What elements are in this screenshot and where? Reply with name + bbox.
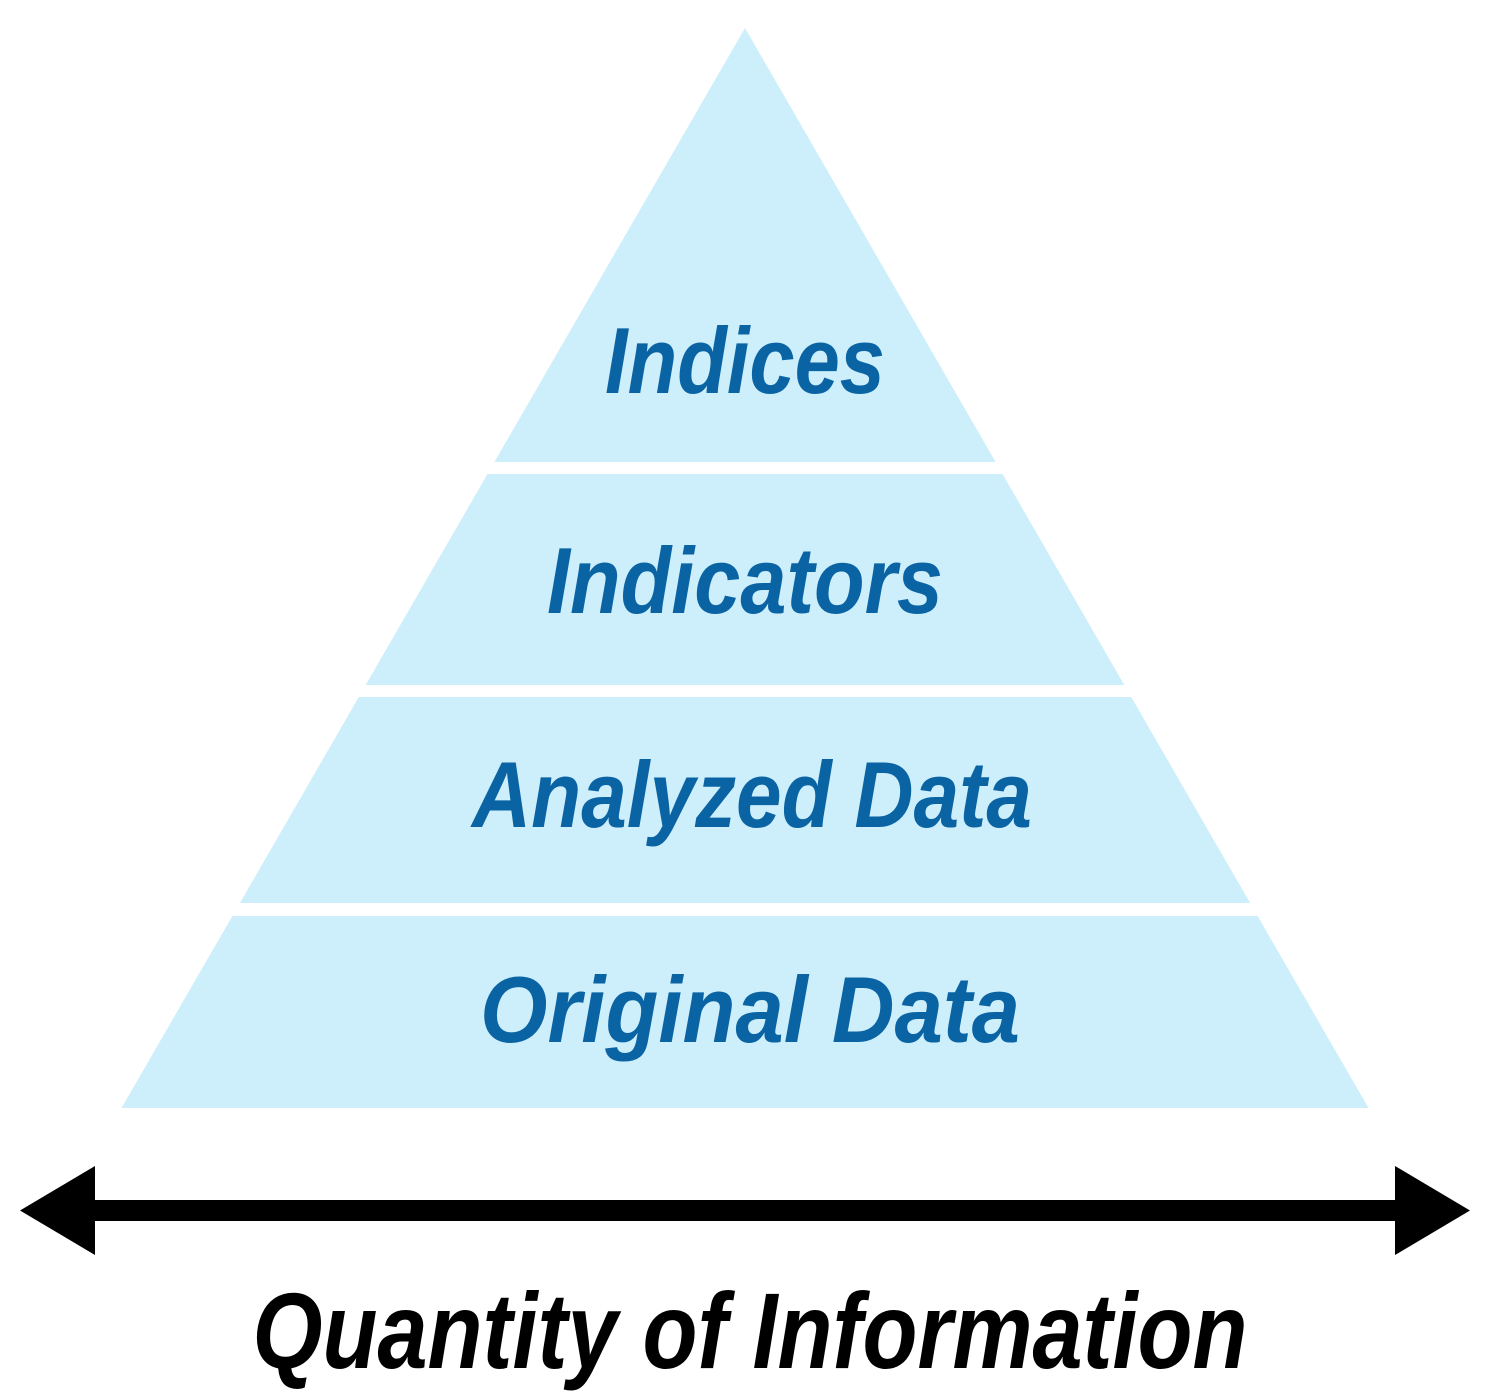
quantity-of-information-axis-label: Quantity of Information xyxy=(253,1270,1248,1391)
pyramid-layer-shape-base xyxy=(121,916,1369,1108)
pyramid-layer-shape-second xyxy=(365,474,1125,685)
pyramid-layer-label-indicators: Indicators xyxy=(547,528,943,633)
pyramid-layer-label-original-data: Original Data xyxy=(480,957,1020,1062)
pyramid-layer-label-indices: Indices xyxy=(605,308,885,413)
pyramid-layer-shape-top xyxy=(494,28,996,462)
double-headed-arrow-icon xyxy=(20,1166,1470,1255)
pyramid-layer-shape-third xyxy=(239,697,1251,903)
pyramid-layer-label-analyzed-data: Analyzed Data xyxy=(470,742,1032,847)
